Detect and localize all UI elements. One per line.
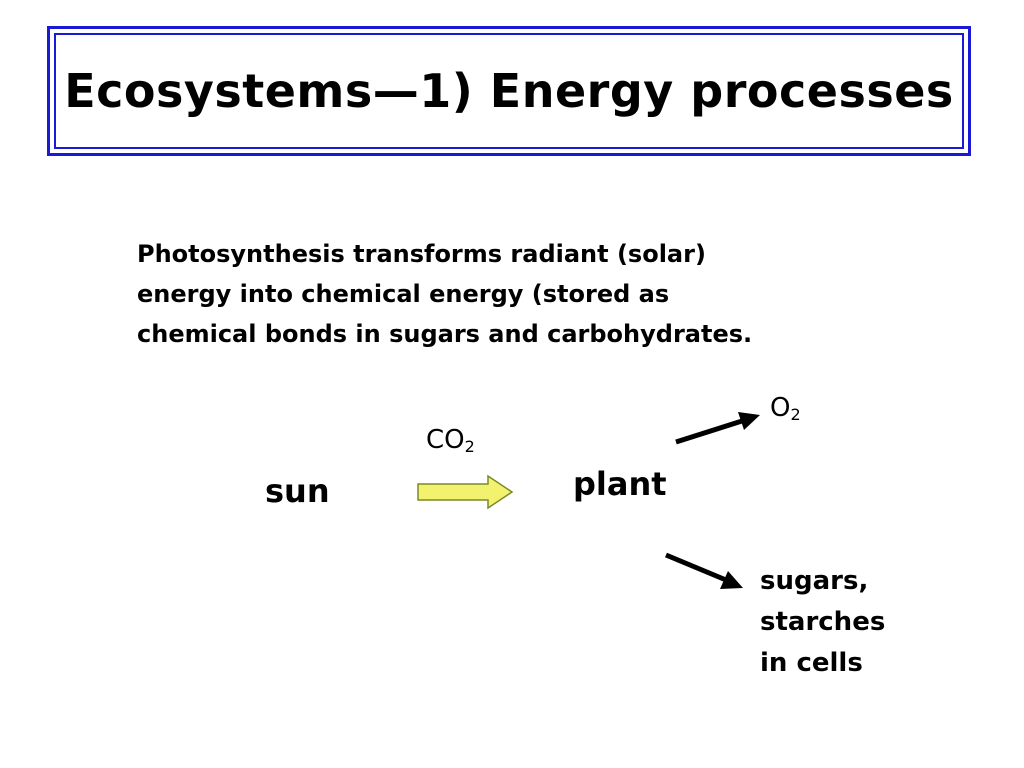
body-line: Photosynthesis transforms radiant (solar… [137,240,706,268]
plant-to-sugars-arrow [665,552,743,589]
plant-to-o2-arrow [675,412,760,445]
plant-label: plant [573,465,667,503]
sun-to-plant-arrow [417,474,514,510]
sugars-line: in cells [760,648,863,678]
body-line: energy into chemical energy (stored as [137,280,670,308]
co2-base: CO [426,425,465,455]
o2-subscript: 2 [790,405,801,424]
body-line: chemical bonds in sugars and carbohydrat… [137,320,753,348]
sugars-label: sugars, starches in cells [760,561,885,684]
co2-subscript: 2 [464,437,475,456]
title-box: Ecosystems—1) Energy processes [47,26,971,156]
sugars-line: starches [760,607,886,637]
o2-base: O [770,393,791,423]
body-text: Photosynthesis transforms radiant (solar… [137,234,897,354]
sun-label: sun [265,472,330,510]
o2-label: O2 [770,393,801,424]
sugars-line: sugars, [760,566,869,596]
co2-label: CO2 [426,425,475,456]
